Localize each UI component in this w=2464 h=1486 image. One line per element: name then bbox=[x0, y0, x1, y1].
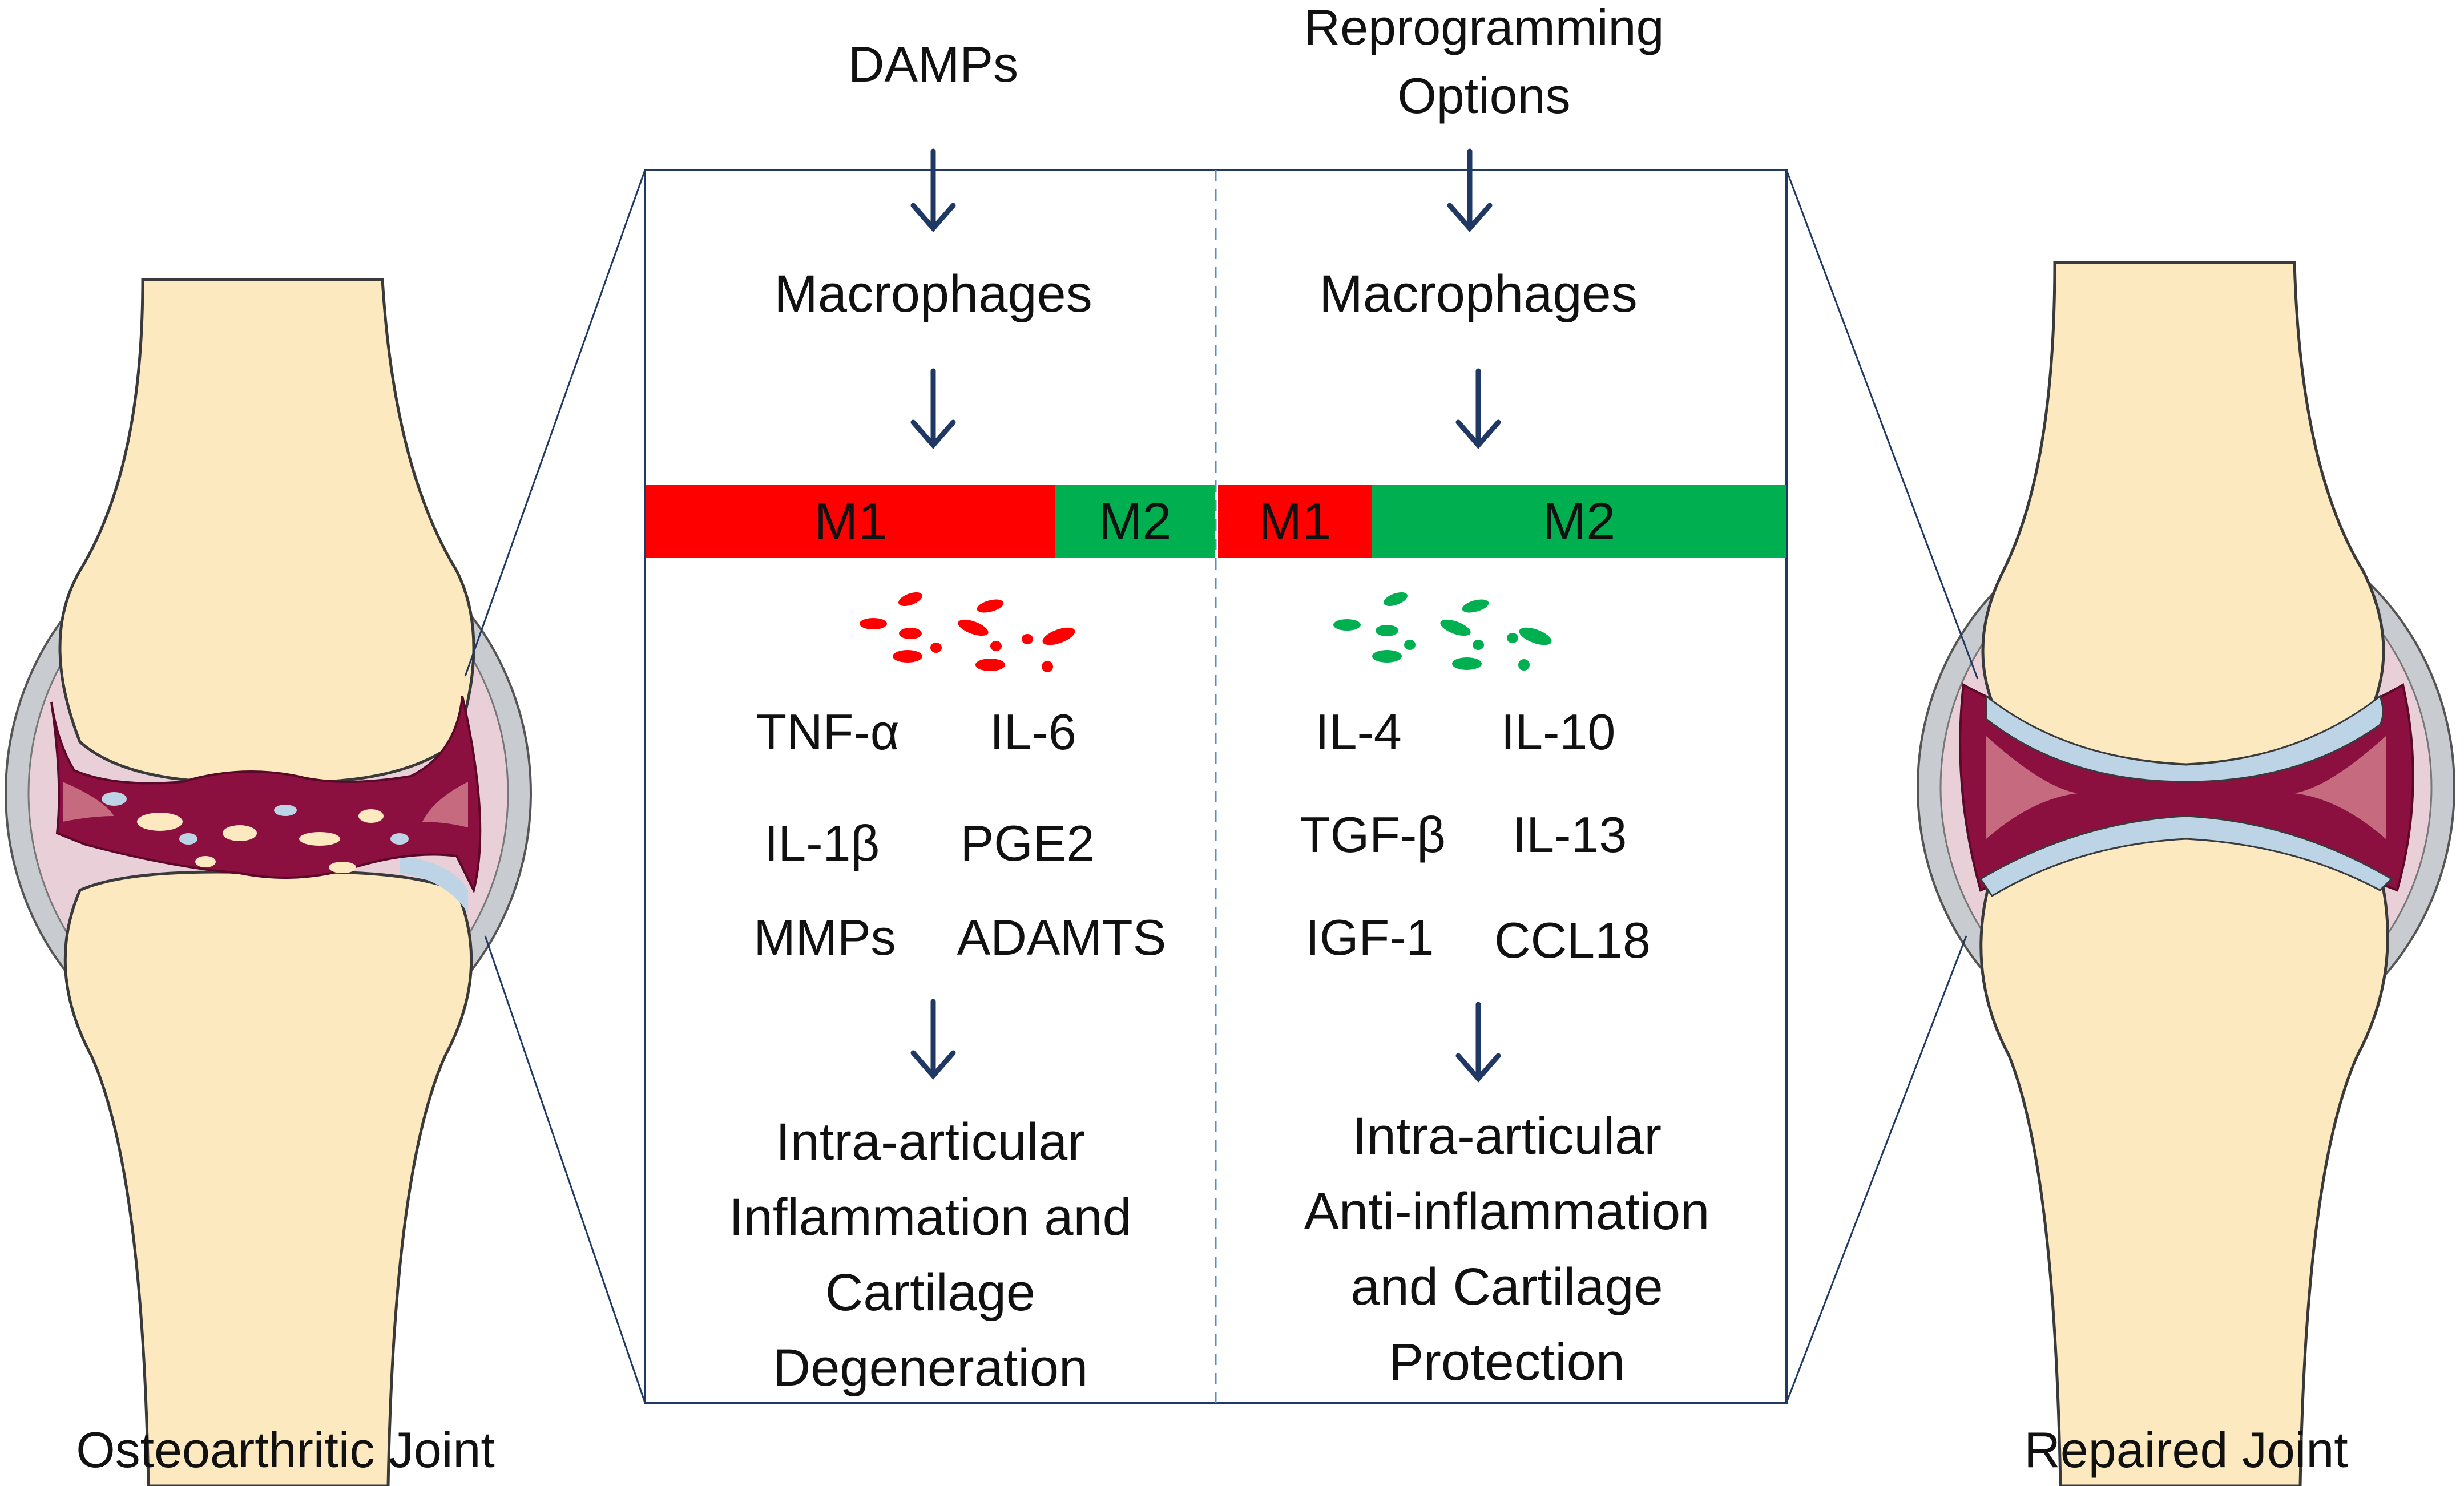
right-input-line-2: Options bbox=[1397, 67, 1571, 124]
inflamed-joint-space bbox=[50, 696, 482, 894]
upper-bone bbox=[58, 278, 475, 784]
right-cell-label: Macrophages bbox=[1319, 265, 1638, 323]
arrow-down-icon bbox=[1447, 148, 1493, 232]
right-cytokine-4: IL-13 bbox=[1512, 806, 1627, 863]
arrow-down-icon bbox=[1455, 1002, 1501, 1083]
left-cytokine-2: IL-6 bbox=[990, 704, 1076, 760]
arrow-down-icon bbox=[910, 148, 956, 232]
synovial-fold-right bbox=[2294, 736, 2386, 839]
upper-bone bbox=[1981, 261, 2385, 766]
lower-cartilage bbox=[1979, 815, 2393, 898]
left-cytokine-6: ADAMTS bbox=[957, 909, 1167, 966]
left-cytokine-3: IL-1β bbox=[764, 815, 880, 871]
synovial-fold-left bbox=[1986, 736, 2078, 839]
left-m2-segment: M2 bbox=[1055, 485, 1215, 558]
left-outcome-line-4: Degeneration bbox=[772, 1339, 1088, 1397]
arrow-down-icon bbox=[910, 368, 956, 449]
right-outcome-line-3: and Cartilage bbox=[1350, 1258, 1663, 1316]
right-m2-segment: M2 bbox=[1371, 485, 1786, 558]
left-outcome-line-2: Inflammation and bbox=[729, 1188, 1132, 1246]
upper-cartilage bbox=[1985, 694, 2384, 783]
right-cytokine-1: IL-4 bbox=[1315, 704, 1402, 760]
left-cell-label: Macrophages bbox=[774, 265, 1092, 323]
right-cytokine-5: IGF-1 bbox=[1305, 909, 1434, 966]
left-cytokine-1: TNF-α bbox=[756, 704, 900, 760]
arrow-down-icon bbox=[910, 999, 956, 1080]
arrow-down-icon bbox=[1455, 368, 1501, 449]
right-input-line-1: Reprogramming bbox=[1304, 0, 1664, 55]
osteoarthritic-joint-illustration bbox=[5, 278, 532, 1486]
right-outcome-line-4: Protection bbox=[1388, 1333, 1626, 1391]
zoom-line-right-top bbox=[1785, 169, 1979, 680]
right-m1-segment: M1 bbox=[1218, 485, 1372, 558]
right-outcome-line-1: Intra-articular bbox=[1352, 1107, 1662, 1165]
left-m1-segment: M1 bbox=[646, 485, 1056, 558]
cartilage-remnant bbox=[400, 856, 468, 913]
left-polarization-bar: M1 M2 bbox=[646, 485, 1215, 558]
zoom-line-left-top bbox=[464, 169, 646, 677]
cartilage-debris bbox=[137, 809, 384, 873]
m1-cytokine-droplets-icon bbox=[860, 592, 1075, 672]
left-cytokine-4: PGE2 bbox=[960, 815, 1095, 871]
repaired-joint-illustration bbox=[1917, 261, 2455, 1486]
left-input-label: DAMPs bbox=[848, 36, 1019, 92]
osteoarthritic-joint-label: Osteoarthritic Joint bbox=[76, 1422, 495, 1478]
central-frame bbox=[464, 169, 1979, 1404]
right-cytokine-6: CCL18 bbox=[1494, 912, 1651, 968]
zoom-line-left-bottom bbox=[484, 935, 646, 1403]
left-outcome-line-1: Intra-articular bbox=[776, 1113, 1085, 1171]
lower-bone bbox=[63, 870, 473, 1486]
right-cytokine-2: IL-10 bbox=[1501, 704, 1616, 760]
left-cytokine-5: MMPs bbox=[753, 909, 896, 966]
m2-cytokine-droplets-icon bbox=[1333, 592, 1552, 671]
right-outcome-line-2: Anti-inflammation bbox=[1304, 1182, 1710, 1241]
lower-bone bbox=[1979, 826, 2389, 1486]
left-outcome-line-3: Cartilage bbox=[825, 1263, 1036, 1322]
zoom-line-right-bottom bbox=[1785, 935, 1967, 1403]
synovial-fold-left bbox=[63, 782, 114, 822]
cartilage-fragments bbox=[102, 792, 409, 845]
right-polarization-bar: M1 M2 bbox=[1218, 485, 1786, 558]
synovial-fold-right bbox=[422, 782, 468, 827]
repaired-joint-label: Repaired Joint bbox=[2024, 1422, 2348, 1478]
right-cytokine-3: TGF-β bbox=[1300, 806, 1446, 863]
